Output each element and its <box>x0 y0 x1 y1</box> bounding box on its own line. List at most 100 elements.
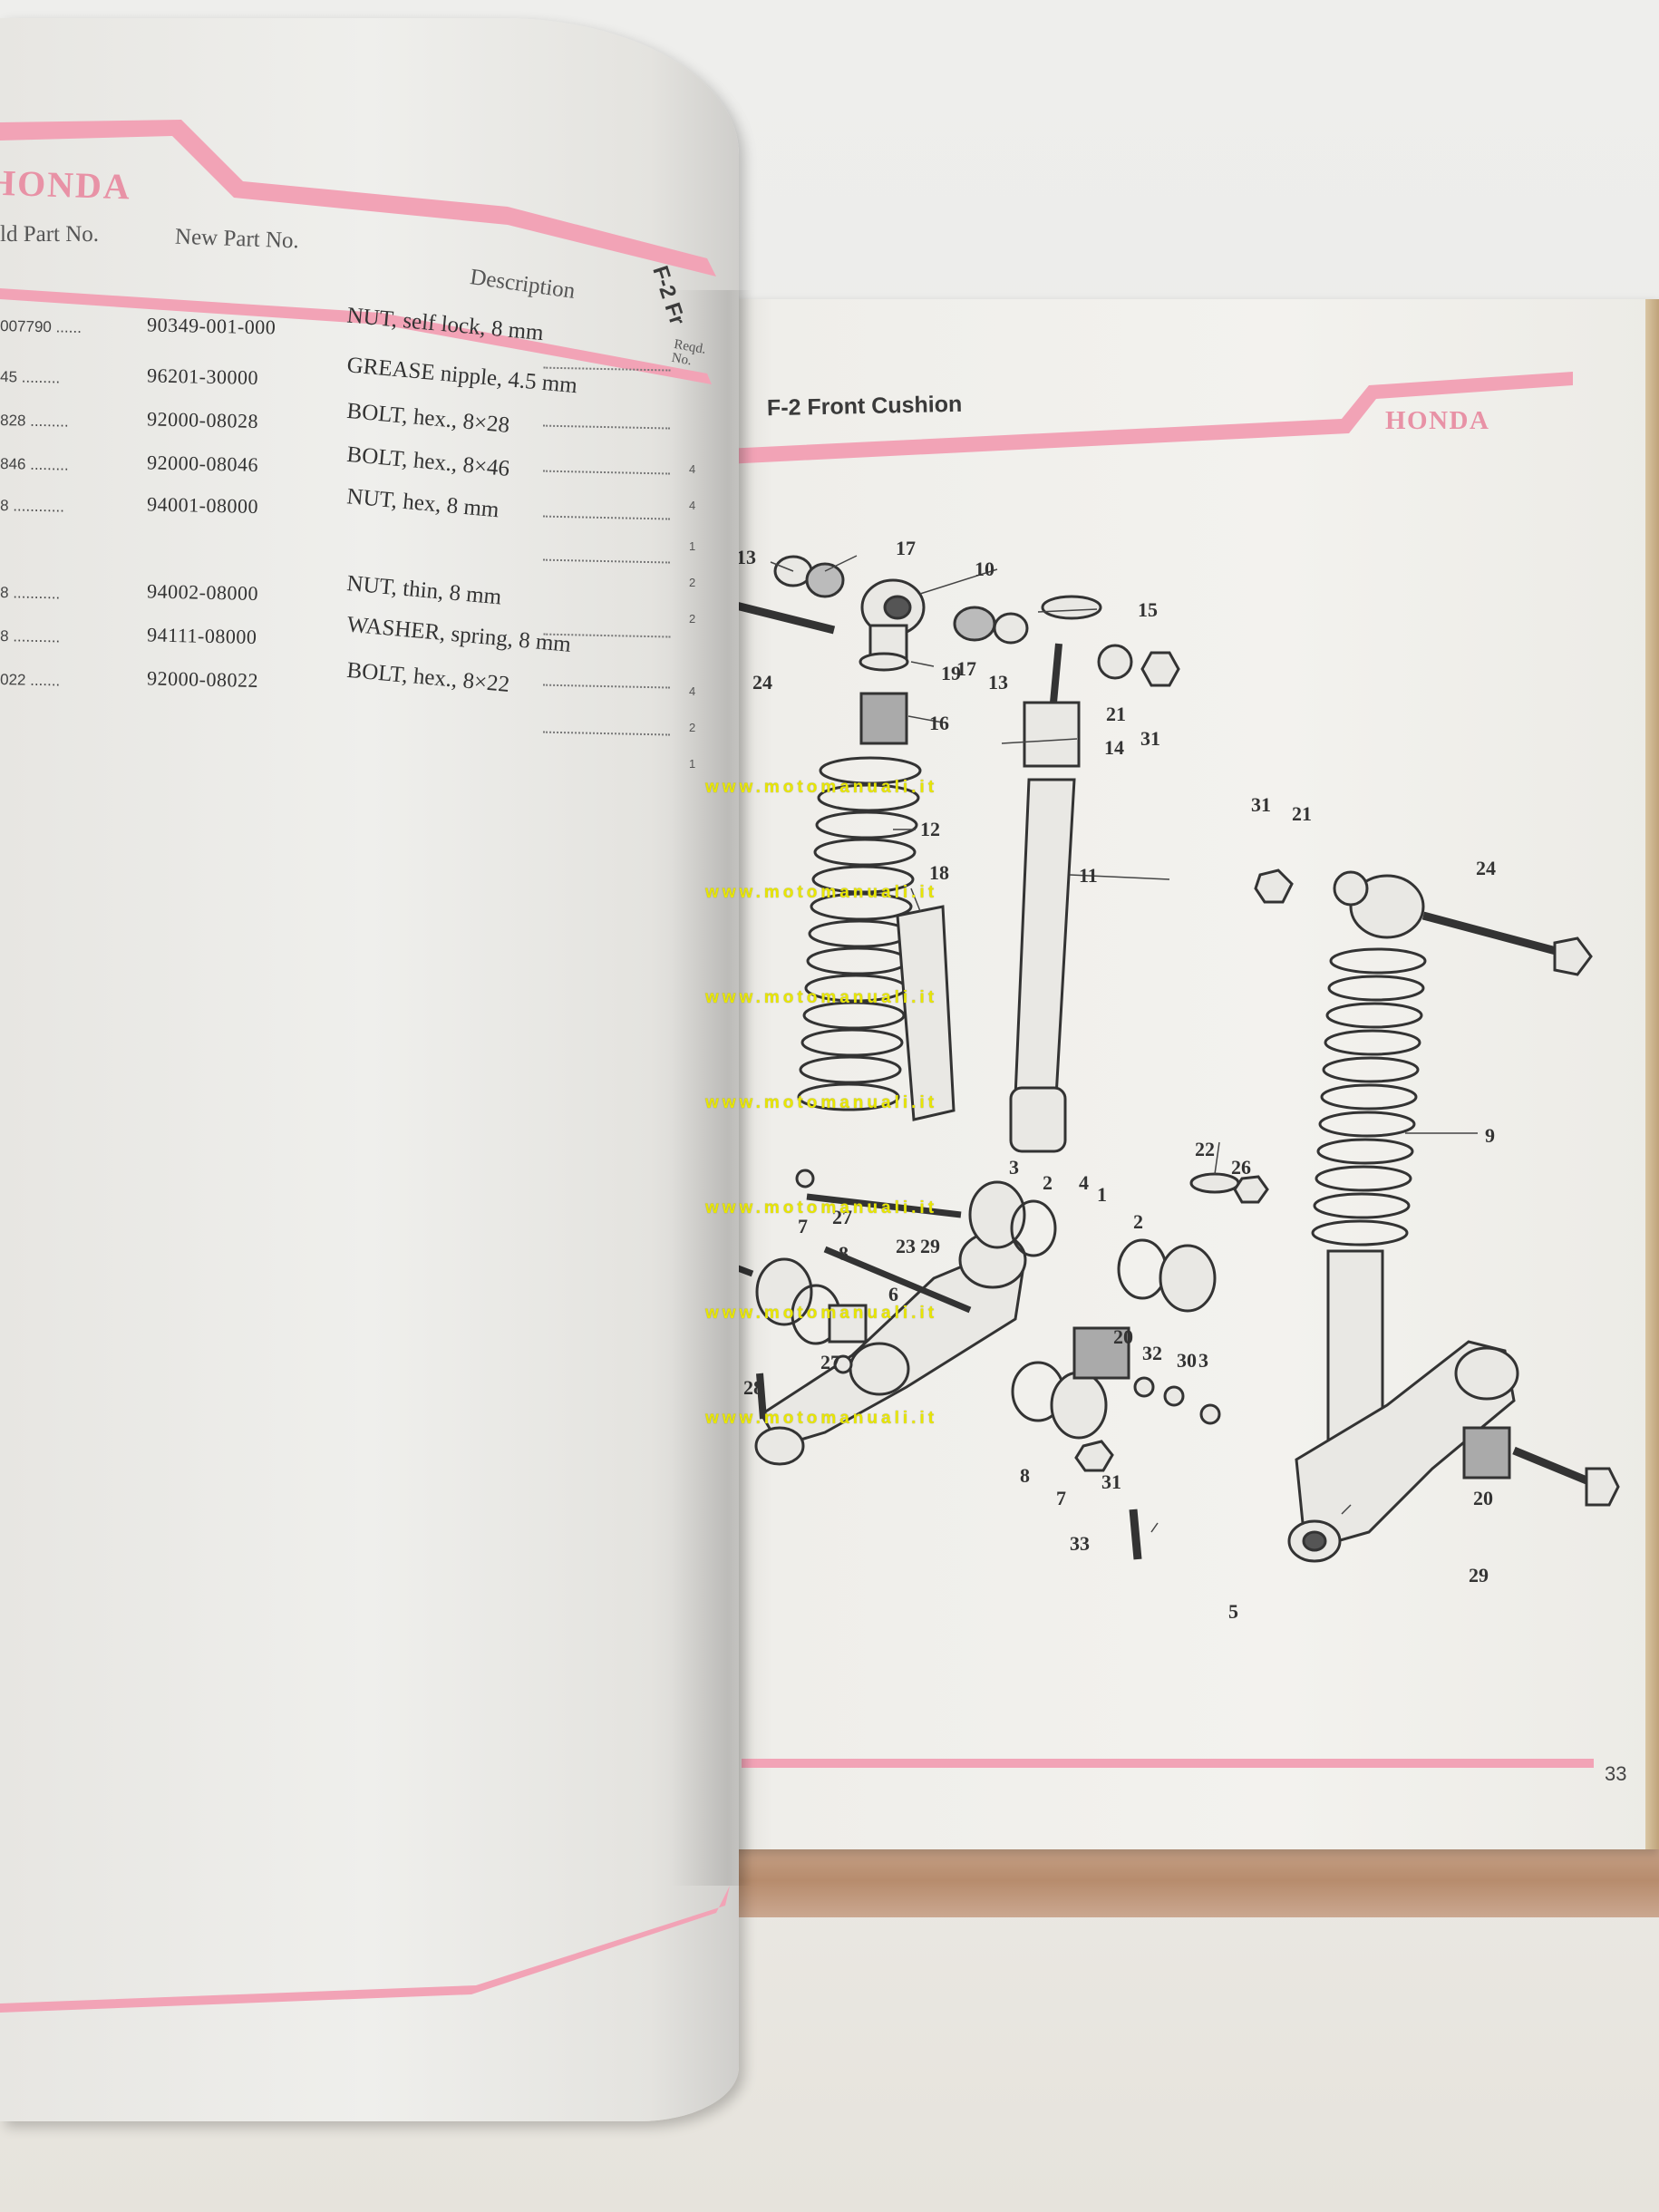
part-washer-21-b <box>1333 870 1369 907</box>
old-part-number: 8 ............ <box>0 497 65 516</box>
part-oring-2 <box>1010 1199 1057 1257</box>
part-shock-top-eye <box>1349 874 1425 939</box>
dot-leader <box>542 558 670 564</box>
svg-text:21: 21 <box>1292 802 1312 825</box>
svg-text:26: 26 <box>1231 1156 1251 1179</box>
part-bush-20 <box>1462 1426 1511 1480</box>
dot-leader <box>543 731 671 736</box>
old-part-number: 846 ......... <box>0 455 69 474</box>
svg-text:19: 19 <box>941 662 961 684</box>
svg-text:10: 10 <box>975 558 994 580</box>
part-bolt-29-b <box>823 1246 972 1314</box>
part-rubber-16 <box>859 692 908 745</box>
watermark-text: www.motomanuali.it <box>705 988 938 1007</box>
svg-text:29: 29 <box>1469 1564 1489 1586</box>
svg-text:31: 31 <box>1140 727 1160 750</box>
part-washer-15 <box>1041 595 1102 620</box>
page-stack-edge <box>1645 299 1659 1849</box>
old-part-number: 007790 ...... <box>0 317 82 336</box>
svg-text:23: 23 <box>896 1235 916 1257</box>
old-part-number: 022 ....... <box>0 671 61 690</box>
part-nut-31 <box>1140 651 1180 687</box>
svg-text:12: 12 <box>920 818 940 840</box>
wood-surface <box>725 1836 1659 1917</box>
qty-value: 2 <box>689 721 696 734</box>
new-part-number: 92000-08028 <box>146 407 259 433</box>
header-new-part-no: New Part No. <box>174 224 300 254</box>
svg-text:3: 3 <box>1009 1156 1019 1179</box>
svg-text:9: 9 <box>1485 1124 1495 1147</box>
new-part-number: 90349-001-000 <box>146 313 276 339</box>
part-grease-nipple-27-b <box>833 1354 853 1374</box>
part-bolt-24-b <box>1421 911 1561 956</box>
part-nut-31-b <box>1254 868 1294 904</box>
part-collar-6 <box>828 1304 868 1344</box>
part-nut-26 <box>1233 1175 1269 1204</box>
watermark-text: www.motomanuali.it <box>705 883 938 902</box>
part-sleeve-18 <box>896 905 956 1121</box>
svg-text:13: 13 <box>988 671 1008 694</box>
watermark-text: www.motomanuali.it <box>705 1304 938 1323</box>
new-part-number: 94111-08000 <box>146 623 257 648</box>
table-row: 8 ........... 94111-08000 WASHER, spring… <box>0 612 689 689</box>
svg-text:27: 27 <box>832 1206 852 1228</box>
part-nut-32 <box>1133 1376 1155 1398</box>
svg-text:17: 17 <box>956 657 976 680</box>
svg-text:27: 27 <box>820 1351 840 1373</box>
table-row: 8 ........... 94002-08000 NUT, thin, 8 m… <box>0 571 689 638</box>
part-bolt-29 <box>1512 1446 1593 1487</box>
svg-text:13: 13 <box>736 546 756 568</box>
svg-text:24: 24 <box>752 671 772 694</box>
part-washer-3-b <box>1159 1244 1217 1313</box>
new-part-number: 92000-08046 <box>146 451 259 477</box>
svg-text:7: 7 <box>1056 1487 1066 1509</box>
old-part-number: 828 ......... <box>0 412 69 431</box>
svg-text:3: 3 <box>1198 1349 1208 1372</box>
part-nut-31-c <box>1074 1440 1114 1472</box>
watermark-text: www.motomanuali.it <box>705 1093 938 1112</box>
svg-text:21: 21 <box>1106 703 1126 725</box>
qty-value: 4 <box>689 462 696 476</box>
qty-value: 4 <box>689 499 696 512</box>
svg-text:20: 20 <box>1473 1487 1493 1509</box>
part-bolt-23 <box>806 1193 962 1218</box>
new-part-number: 94001-08000 <box>146 492 259 519</box>
svg-text:6: 6 <box>888 1283 898 1305</box>
part-bolt-33 <box>1129 1509 1142 1560</box>
part-damper-eye <box>1009 1086 1067 1153</box>
page-number: 33 <box>1605 1762 1627 1785</box>
table-row: 007790 ...... 90349-001-000 NUT, self lo… <box>0 304 689 372</box>
old-part-number: 45 ......... <box>0 368 61 387</box>
svg-text:5: 5 <box>1228 1600 1238 1623</box>
svg-text:8: 8 <box>1020 1464 1030 1487</box>
old-part-number: 8 ........... <box>0 627 61 646</box>
svg-text:7: 7 <box>798 1215 808 1237</box>
svg-text:33: 33 <box>1070 1532 1090 1555</box>
svg-text:24: 24 <box>1476 857 1496 879</box>
book-gutter-shadow <box>671 290 752 1886</box>
table-row: 022 ....... 92000-08022 BOLT, hex., 8×22 <box>0 658 689 736</box>
part-description: GREASE nipple, 4.5 mm <box>345 353 578 399</box>
part-grease-nipple-27 <box>795 1169 815 1188</box>
part-nut-30 <box>1163 1385 1185 1407</box>
svg-text:11: 11 <box>1079 864 1098 887</box>
part-spring-9 <box>1311 947 1427 1247</box>
honda-logo-right: HONDA <box>1385 406 1490 435</box>
part-damper-rod <box>1050 643 1062 703</box>
left-page <box>0 18 739 2121</box>
svg-text:8: 8 <box>839 1242 849 1265</box>
svg-text:28: 28 <box>743 1376 763 1399</box>
part-spring-12 <box>797 756 922 1111</box>
right-page <box>716 299 1659 1849</box>
svg-text:30: 30 <box>1177 1349 1197 1372</box>
new-part-number: 96201-30000 <box>146 364 259 390</box>
parts-list-table: 007790 ...... 90349-001-000 NUT, self lo… <box>0 304 689 789</box>
svg-text:2: 2 <box>1133 1210 1143 1233</box>
old-part-number: 8 ........... <box>0 584 61 603</box>
svg-text:4: 4 <box>1079 1171 1089 1194</box>
watermark-text: www.motomanuali.it <box>705 778 938 797</box>
part-bolt-28 <box>756 1373 767 1420</box>
part-dust-cover-14 <box>1023 701 1081 768</box>
